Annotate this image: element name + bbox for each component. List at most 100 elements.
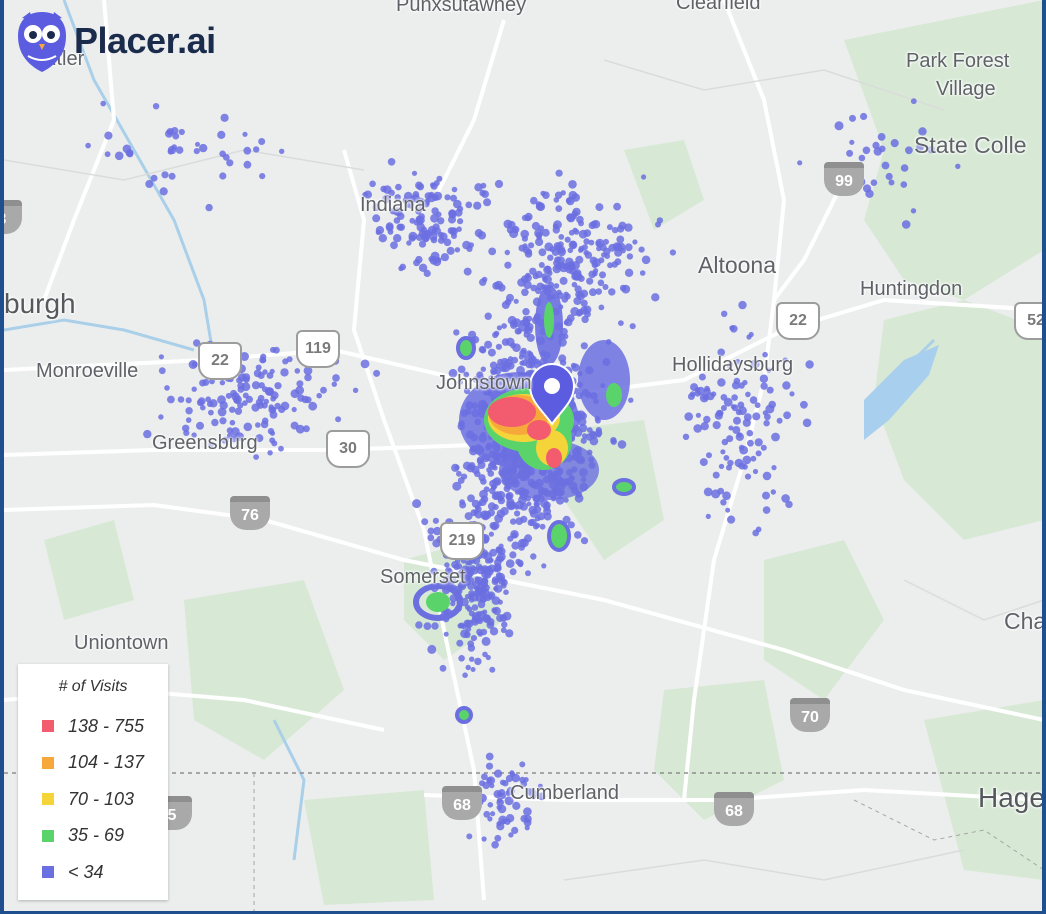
route-shield-us522: 52 (1014, 302, 1042, 340)
visit-dot (482, 651, 488, 658)
visit-dot (270, 346, 276, 353)
visit-dot (481, 773, 488, 781)
visit-dot (468, 592, 475, 598)
visit-dot (294, 368, 301, 374)
visit-dot (586, 277, 594, 285)
visit-dot (703, 487, 713, 497)
visit-dot (529, 509, 539, 518)
visit-dot (797, 160, 803, 166)
visit-dot (611, 226, 619, 234)
visit-dot (253, 369, 262, 378)
visit-dot (506, 293, 514, 302)
visit-dot (766, 386, 774, 394)
visit-dot (580, 437, 587, 444)
visit-dot (584, 310, 591, 318)
visit-dot (512, 801, 521, 811)
visit-dot (524, 534, 533, 543)
visit-dot (182, 424, 190, 432)
visit-dot (762, 351, 768, 358)
place-label-village: Village (936, 78, 996, 100)
visit-dot (782, 381, 791, 390)
visit-dot (900, 181, 908, 188)
visit-dot (494, 834, 502, 842)
visit-dot (229, 406, 236, 413)
place-label-monroeville: Monroeville (36, 360, 139, 382)
visit-dot (566, 213, 575, 222)
map-canvas[interactable] (4, 0, 1044, 911)
visit-dot (378, 234, 387, 243)
visit-dot (291, 406, 297, 413)
visit-dot (444, 567, 453, 575)
visit-dot (865, 189, 874, 198)
visit-dot (468, 242, 474, 249)
visit-dot (717, 348, 725, 357)
visit-dot (682, 433, 690, 440)
visit-dot (489, 487, 496, 495)
visit-dot (331, 381, 337, 387)
visit-dot (513, 298, 519, 304)
visit-dot (251, 381, 261, 390)
location-pin[interactable] (528, 363, 576, 426)
visit-dot (492, 282, 501, 290)
visit-dot (564, 318, 573, 327)
visit-dot (543, 275, 552, 284)
visit-dot (158, 414, 164, 420)
place-label-state-college: State Colle (914, 132, 1027, 158)
visit-dot (255, 364, 262, 371)
visit-dot (427, 644, 437, 654)
visit-dot (533, 500, 540, 508)
visit-dot (721, 310, 728, 317)
visit-dot (268, 406, 276, 414)
visit-dot (563, 291, 569, 298)
visit-dot (191, 361, 198, 368)
visit-dot (549, 246, 556, 253)
visit-dot (537, 512, 546, 521)
visit-dot (226, 427, 234, 434)
visit-dot (443, 631, 449, 637)
visit-dot (508, 356, 514, 362)
visit-dot (529, 355, 537, 364)
visit-dot (910, 98, 917, 105)
visit-dot (296, 380, 304, 388)
visit-dot (484, 340, 493, 349)
visit-dot (543, 265, 552, 275)
visit-dot (469, 656, 475, 662)
visit-dot (507, 502, 516, 511)
visit-dot (849, 114, 856, 122)
visit-dot (559, 359, 567, 366)
visit-dot (478, 474, 486, 482)
visit-dot (554, 191, 563, 199)
visit-dot (168, 172, 176, 180)
legend-title: # of Visits (58, 678, 128, 695)
visit-dot (257, 394, 265, 402)
visit-dot (528, 242, 535, 249)
visit-dot (208, 441, 215, 448)
visit-dot (955, 163, 961, 169)
visit-dot (463, 267, 472, 276)
visit-dot (242, 131, 248, 137)
visit-dot (480, 510, 490, 520)
visit-dot (746, 429, 754, 437)
visit-dot (352, 387, 359, 393)
visit-dot (208, 409, 214, 416)
visit-dot (427, 527, 435, 535)
visit-dot (693, 424, 702, 433)
visit-dot (501, 621, 508, 628)
visit-dot (463, 371, 470, 378)
visit-dot (721, 438, 729, 446)
visit-dot (591, 219, 601, 229)
visit-dot (456, 470, 462, 477)
visit-dot (750, 359, 760, 369)
visit-dot (547, 254, 554, 261)
visit-dot (415, 181, 423, 190)
visit-dot (584, 251, 593, 259)
visit-dot (487, 802, 494, 808)
visit-dot (372, 203, 381, 211)
visit-dot (430, 567, 438, 576)
visit-dot (511, 773, 520, 783)
visit-dot (723, 455, 730, 461)
visit-dot (177, 396, 185, 403)
visit-dot (457, 477, 465, 484)
visit-dot (526, 501, 532, 507)
